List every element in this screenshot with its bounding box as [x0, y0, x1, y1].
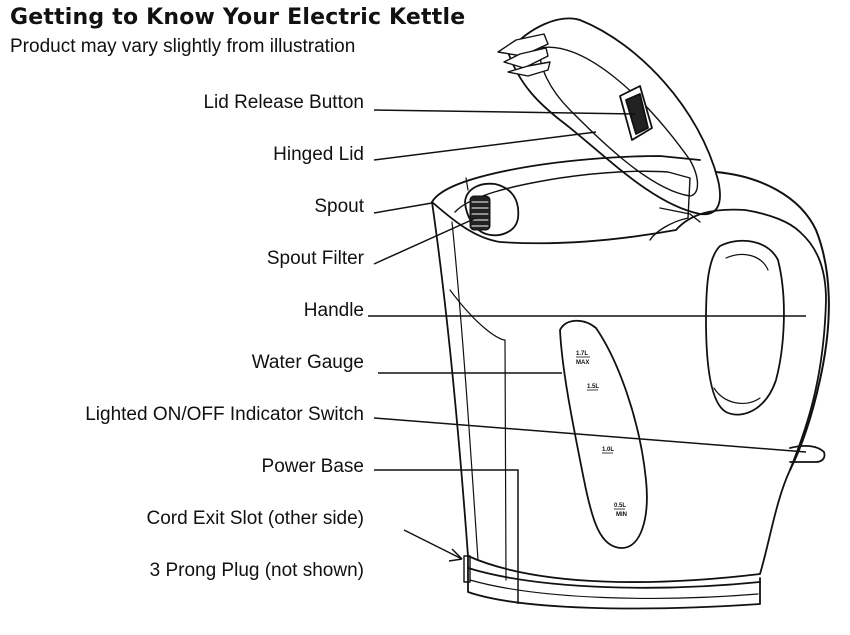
kettle-body-inner-seam	[451, 221, 479, 561]
power-base-rim	[467, 567, 761, 589]
hinged-lid-inner	[539, 46, 699, 197]
gauge-mark-1-0: 1.0L	[602, 447, 614, 453]
gauge-mark-1-5: 1.5L	[587, 384, 599, 390]
label-spout: Spout	[314, 196, 364, 217]
page-subtitle: Product may vary slightly from illustrat…	[10, 36, 356, 57]
lid-hinge	[659, 207, 701, 223]
leader-indicator-switch	[373, 417, 807, 453]
label-lid-release-button: Lid Release Button	[203, 92, 364, 113]
kettle-rim-inner	[454, 170, 691, 241]
leader-lines	[368, 109, 807, 604]
leader-spout-filter	[373, 217, 477, 265]
water-gauge-marks: 1.7L MAX 1.5L 1.0L 0.5L MIN	[576, 351, 627, 518]
leader-cord-exit-slot	[403, 529, 463, 560]
kettle-rim	[431, 155, 701, 203]
label-prong-plug: 3 Prong Plug (not shown)	[149, 560, 364, 581]
water-gauge-window	[559, 319, 648, 549]
label-hinged-lid: Hinged Lid	[273, 144, 364, 165]
hinged-lid	[507, 17, 721, 216]
gauge-max-word: MAX	[576, 360, 589, 366]
label-indicator-switch: Lighted ON/OFF Indicator Switch	[85, 404, 364, 425]
gauge-min-value: 0.5L	[614, 503, 626, 509]
spout-filter	[469, 195, 491, 231]
leader-hinged-lid	[373, 131, 597, 161]
kettle-handle-outer	[715, 171, 830, 471]
leader-lid-release-button	[373, 109, 637, 115]
label-power-base: Power Base	[261, 456, 364, 477]
gauge-max-value: 1.7L	[576, 351, 588, 357]
label-spout-filter: Spout Filter	[266, 248, 364, 269]
kettle-handle-grip	[705, 239, 785, 416]
label-water-gauge: Water Gauge	[251, 352, 364, 373]
lid-release-button	[619, 85, 653, 141]
lid-latch-tabs	[497, 33, 551, 77]
on-off-switch	[789, 445, 826, 463]
page-title: Getting to Know Your Electric Kettle	[10, 5, 466, 30]
leader-spout	[373, 202, 433, 214]
gauge-min-word: MIN	[616, 512, 627, 518]
label-cord-exit-slot: Cord Exit Slot (other side)	[146, 508, 364, 529]
leader-power-base	[374, 469, 519, 604]
leader-cord-exit-arrowhead	[448, 548, 463, 562]
kettle-body-outline	[431, 201, 827, 583]
kettle-body-panel	[449, 289, 507, 581]
cord-exit-slot	[463, 555, 471, 583]
power-base-outline	[467, 555, 761, 610]
label-handle: Handle	[303, 300, 364, 321]
